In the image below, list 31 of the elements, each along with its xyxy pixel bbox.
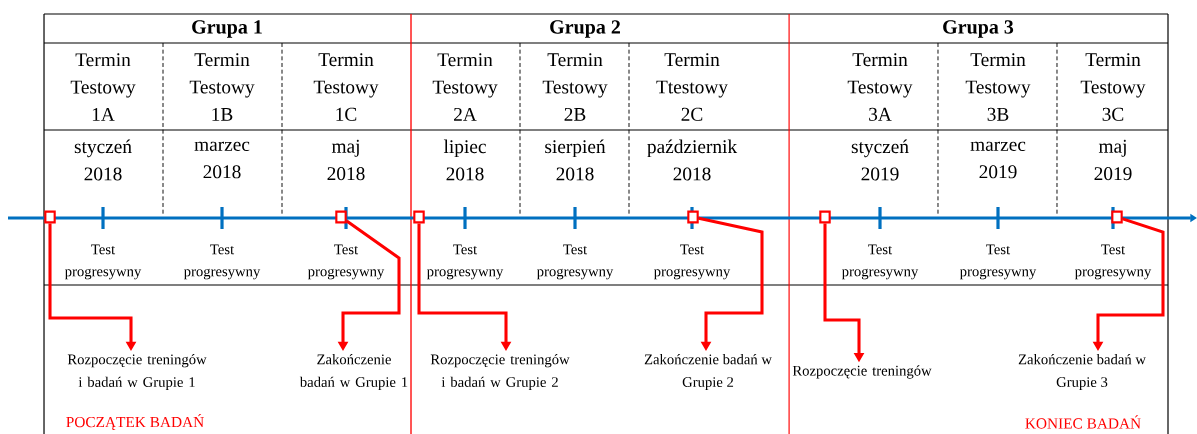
date-text: sierpień 2018 bbox=[545, 139, 606, 181]
date-text: marzec 2018 bbox=[194, 141, 250, 179]
milestone-note: Rozpoczęcie treningów bbox=[792, 365, 932, 379]
marker-square bbox=[335, 210, 347, 224]
milestone-note: Zakończenie badań w Grupie 2 bbox=[644, 354, 772, 390]
milestone-note: Rozpoczęcie treningów i badań w Grupie 2 bbox=[430, 354, 570, 390]
date-text: maj 2019 bbox=[1094, 139, 1132, 181]
test-label: Test progresywny bbox=[959, 244, 1037, 280]
date-text: maj 2018 bbox=[327, 139, 365, 181]
milestone-note: Zakończenie badań w Grupie 1 bbox=[299, 354, 408, 390]
test-label: Test progresywny bbox=[183, 244, 261, 280]
marker-square bbox=[687, 210, 699, 224]
marker-square bbox=[44, 210, 56, 224]
date-text: styczeń 2019 bbox=[851, 139, 909, 181]
group-header: Grupa 3 bbox=[943, 20, 1014, 38]
date-text: styczeń 2018 bbox=[74, 139, 132, 181]
test-label: Test progresywny bbox=[536, 244, 614, 280]
milestone-note: Zakończenie badań w Grupie 3 bbox=[1018, 354, 1146, 390]
column-header: Termin Testowy 3B bbox=[965, 53, 1031, 121]
phase-label: KONIEC BADAŃ bbox=[1025, 415, 1141, 429]
phase-label: POCZĄTEK BADAŃ bbox=[66, 413, 204, 431]
date-text: marzec 2019 bbox=[970, 141, 1026, 179]
group-header: Grupa 2 bbox=[550, 20, 620, 38]
marker-square bbox=[1111, 210, 1123, 224]
date-text: październik 2018 bbox=[647, 139, 738, 181]
test-label: Test progresywny bbox=[307, 244, 385, 280]
date-text: lipiec 2018 bbox=[443, 139, 486, 181]
marker-square bbox=[413, 210, 425, 224]
milestone-note: Rozpoczęcie treningów i badań w Grupie 1 bbox=[67, 354, 207, 390]
group-header: Grupa 1 bbox=[192, 20, 262, 38]
marker-square bbox=[819, 210, 831, 224]
